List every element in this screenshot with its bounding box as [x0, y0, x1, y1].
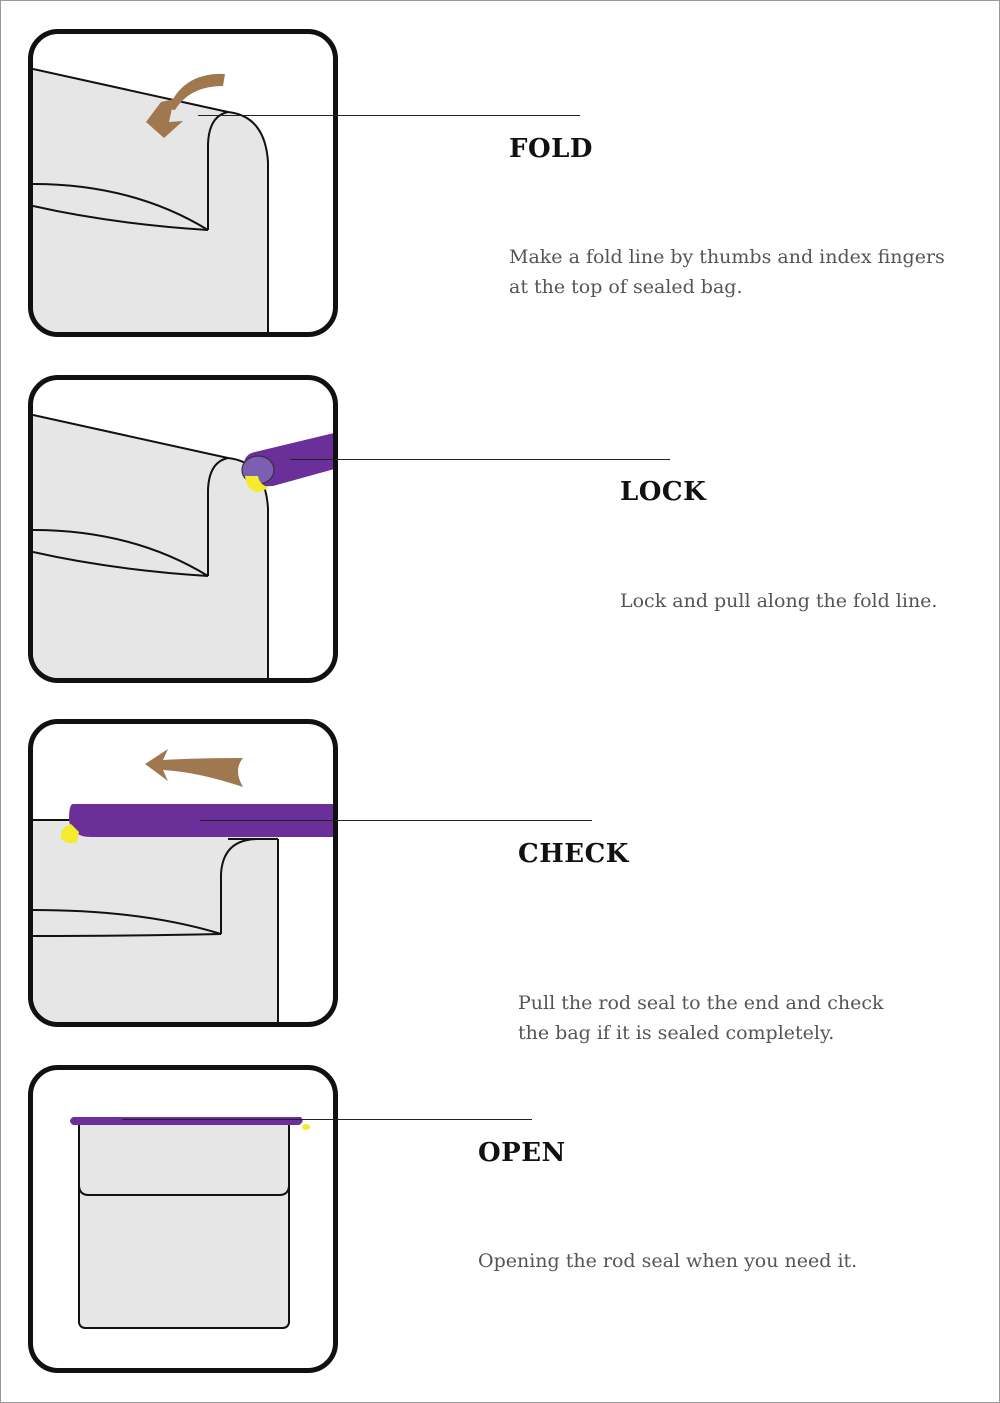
lock-description: Lock and pull along the fold line.	[620, 590, 938, 612]
bag-crease-lower	[33, 933, 222, 937]
lock-illustration	[33, 414, 333, 678]
check-description-line-1: Pull the rod seal to the end and check	[518, 992, 884, 1014]
lock-leader-line	[290, 459, 670, 460]
check-leader-line	[200, 820, 592, 821]
bag-crease-lower	[33, 551, 209, 577]
lock-illustration-panel	[28, 375, 338, 683]
bag-crease-upper	[33, 183, 209, 231]
fold-title: FOLD	[509, 134, 593, 164]
check-illustration	[33, 749, 333, 1022]
fingertip	[60, 824, 79, 844]
open-description: Opening the rod seal when you need it.	[478, 1250, 858, 1272]
left-arrow-icon	[145, 749, 243, 787]
bag-flap	[78, 1125, 290, 1196]
check-title: CHECK	[518, 839, 629, 869]
fold-flap	[207, 111, 229, 230]
check-description-line-2: the bag if it is sealed completely.	[518, 1022, 835, 1044]
fold-leader-line	[198, 115, 580, 116]
check-illustration-panel	[28, 719, 338, 1027]
fold-illustration-panel	[28, 29, 338, 337]
fold-illustration	[33, 68, 269, 332]
open-leader-line	[122, 1119, 532, 1120]
rod-seal	[241, 433, 333, 492]
fingertip	[302, 1124, 310, 1130]
bag-right-edge	[227, 111, 269, 332]
bag-crease-lower	[33, 205, 209, 231]
lock-title: LOCK	[620, 477, 707, 507]
open-illustration-panel	[28, 1065, 338, 1373]
fold-flap	[220, 838, 259, 934]
fold-flap	[207, 457, 229, 576]
fingertip	[245, 476, 269, 492]
fold-description-line-2: at the top of sealed bag.	[509, 276, 743, 298]
bag-crease-upper	[33, 909, 222, 935]
open-illustration	[70, 1117, 310, 1329]
bag-crease-upper	[33, 529, 209, 577]
open-title: OPEN	[478, 1138, 566, 1168]
fold-description-line-1: Make a fold line by thumbs and index fin…	[509, 246, 945, 268]
curved-down-arrow-icon	[146, 73, 225, 138]
